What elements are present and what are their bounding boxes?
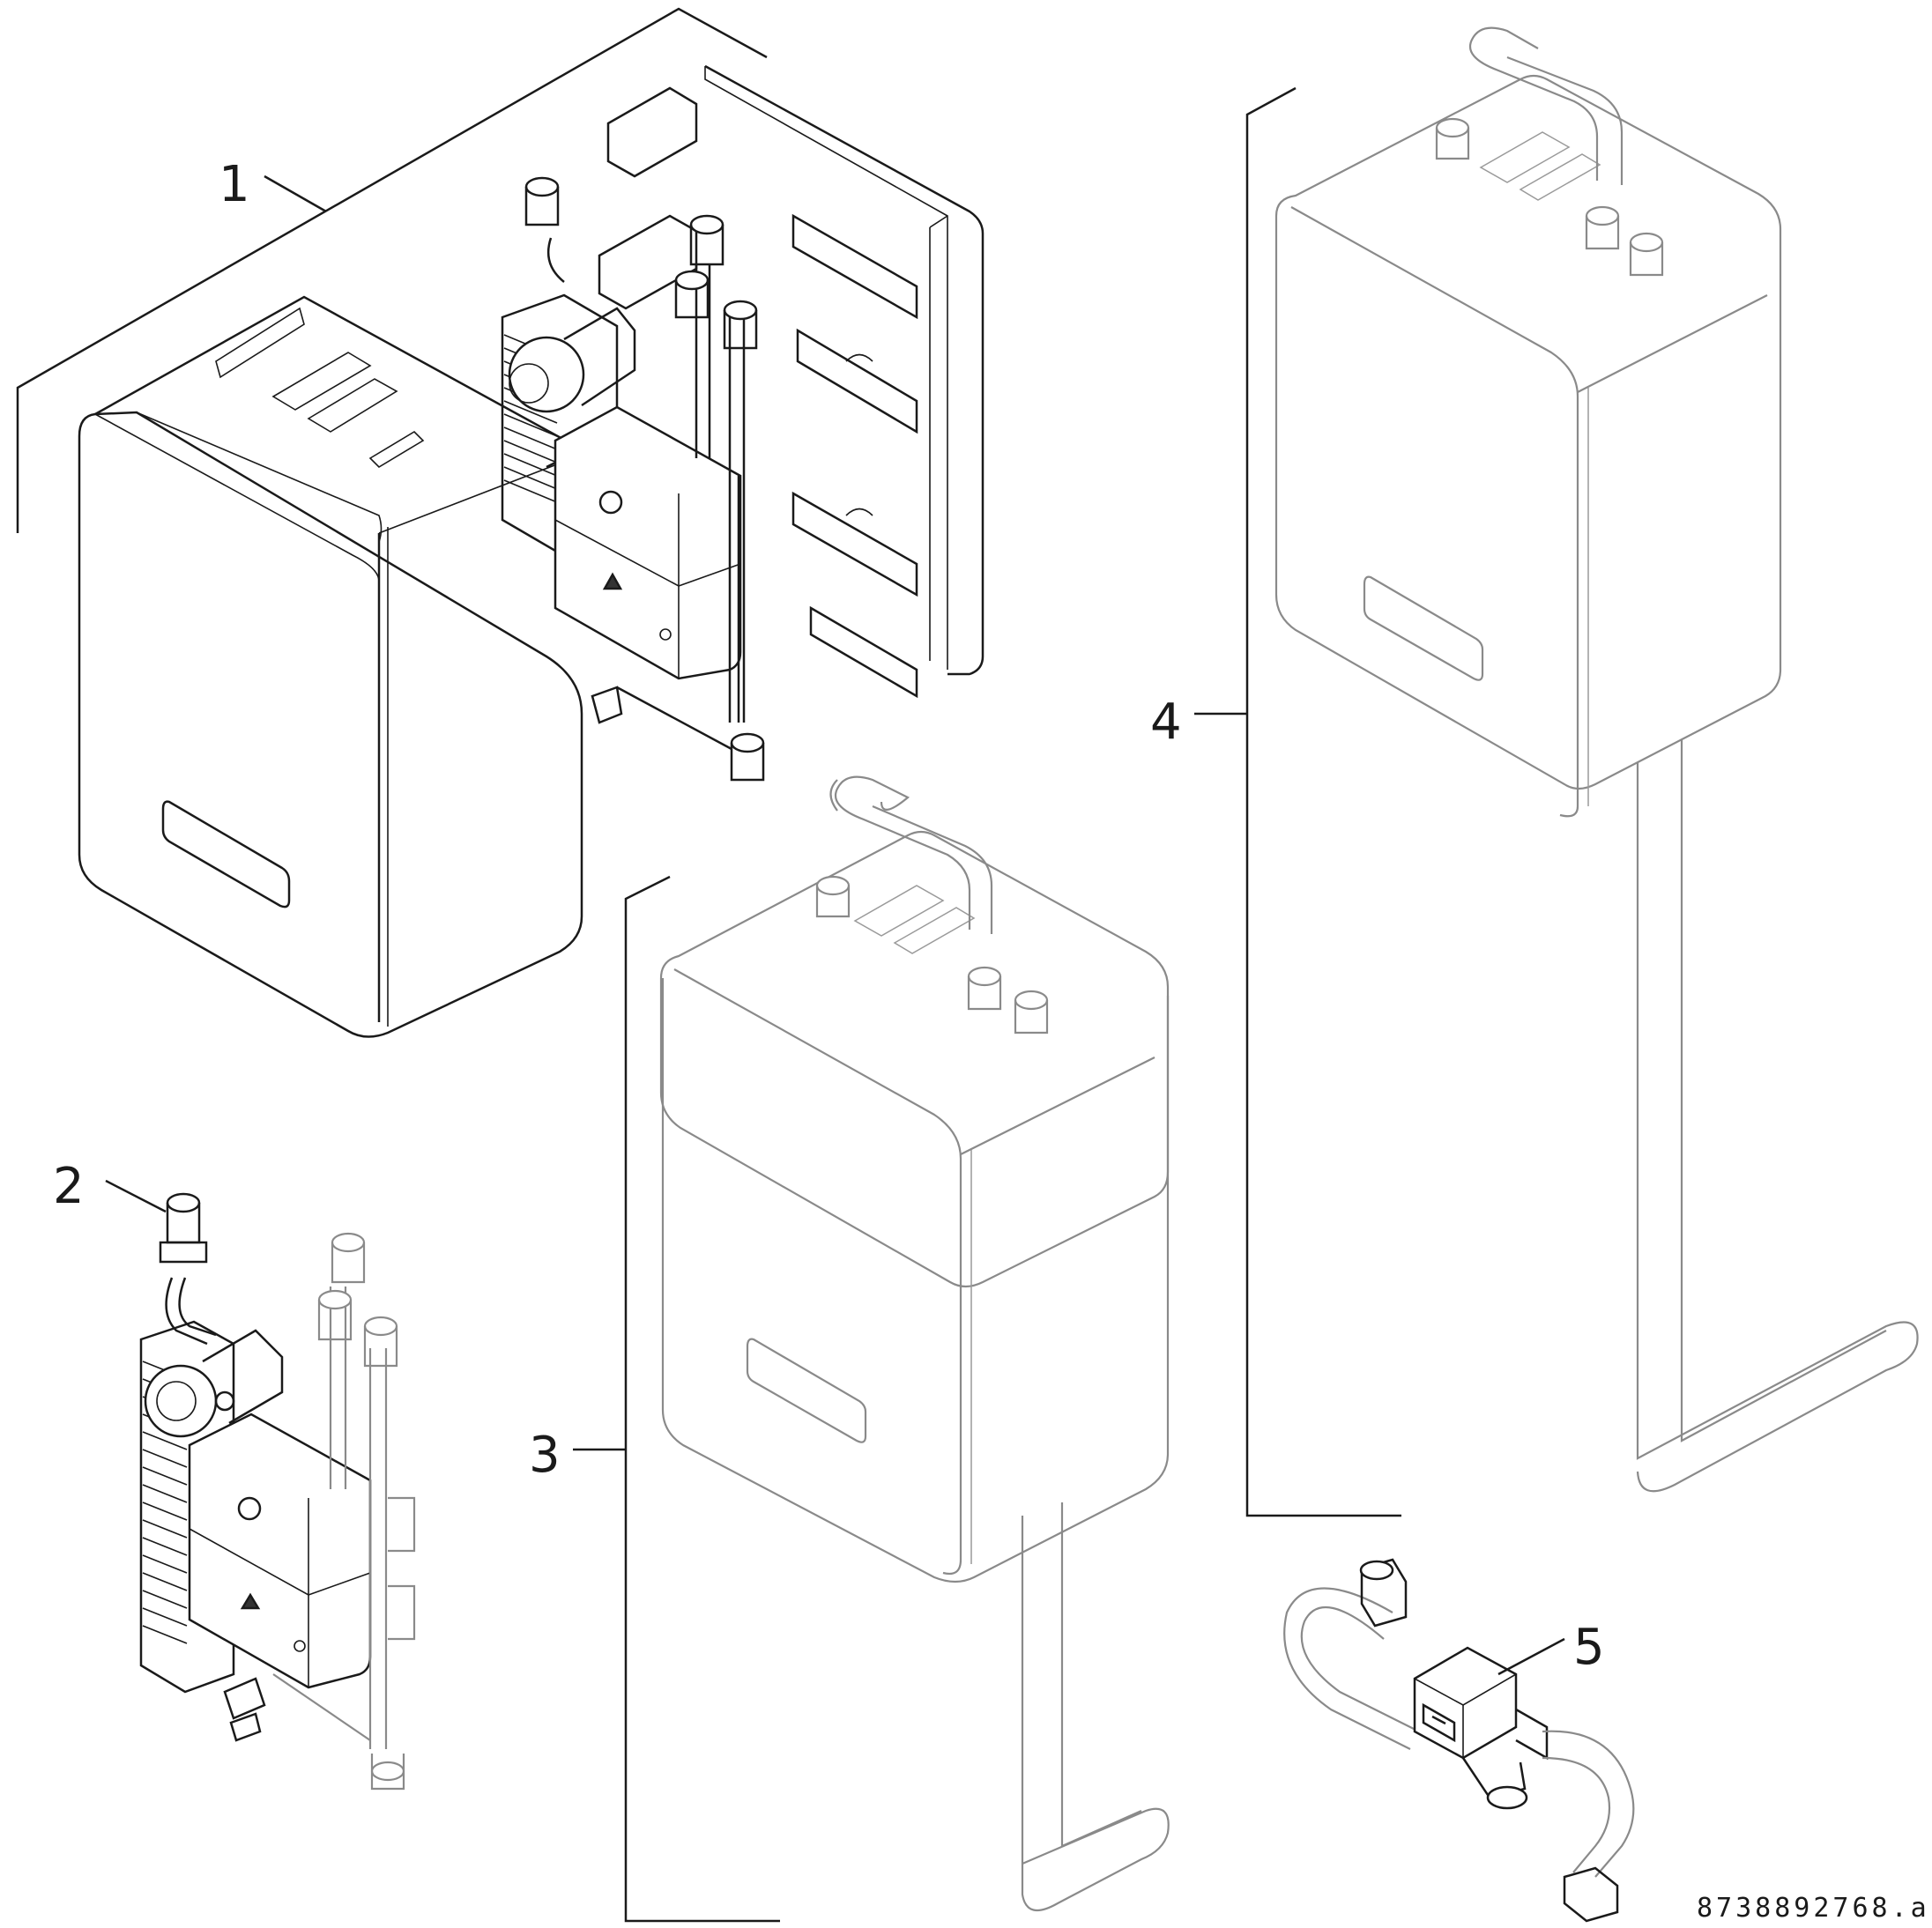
assembly-5-connector-valve [1283, 1558, 1635, 1923]
assembly-1-station-with-cover [16, 7, 985, 1038]
assembly-3-cover-with-pipes [573, 775, 1170, 1923]
connector-fittings-1 [524, 176, 765, 782]
callout-label-3: 3 [529, 1427, 561, 1484]
assembly-2-hydraulic-module [105, 1179, 416, 1791]
callout-label-4: 4 [1150, 693, 1182, 751]
assembly-4-cover-with-pipes [1194, 26, 1919, 1517]
callout-label-5: 5 [1573, 1619, 1605, 1676]
callout-label-1: 1 [219, 156, 250, 213]
document-number: 8738892768.ac [1697, 1893, 1932, 1924]
callout-label-2: 2 [53, 1158, 85, 1215]
